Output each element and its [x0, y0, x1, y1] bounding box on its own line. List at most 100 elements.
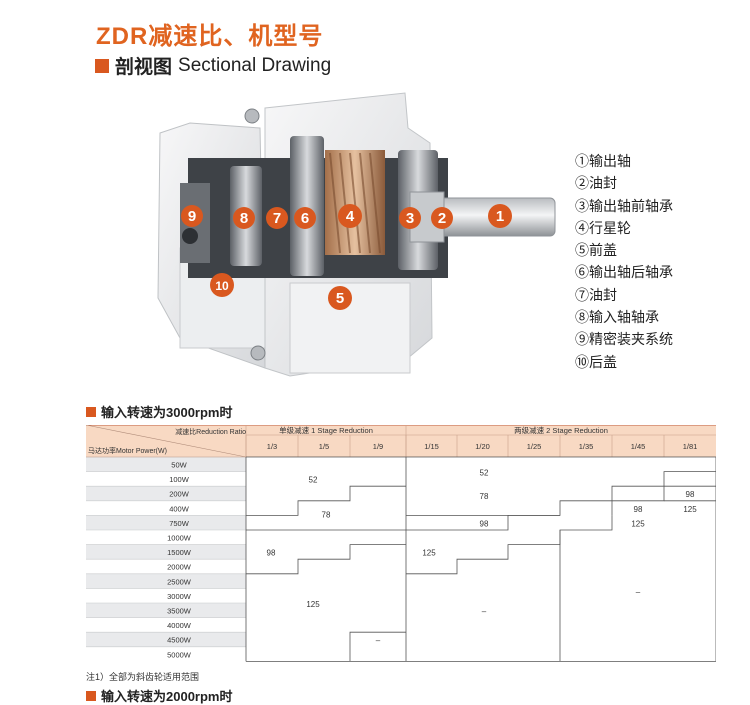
- next-heading-text: 输入转速为2000rpm时: [101, 689, 233, 704]
- legend-label: 行星轮: [589, 219, 631, 236]
- gearbox-sectional-drawing: 1 2 3 4 5 6 7 8 9 10: [157, 92, 556, 377]
- region-boundary: [559, 515, 613, 662]
- power-row-bg: [86, 573, 246, 589]
- legend-label: 输入轴轴承: [589, 309, 659, 326]
- table-heading-2000: 输入转速为2000rpm时: [86, 686, 232, 705]
- legend-number: ⑥: [575, 264, 589, 281]
- power-label: 2000W: [167, 563, 192, 572]
- legend-number: ⑨: [575, 331, 589, 348]
- region-boundary: [349, 631, 406, 662]
- section-square-icon: [95, 58, 109, 73]
- power-label: 100W: [169, 475, 190, 484]
- value-cell: 125: [306, 600, 320, 609]
- legend-label: 精密装夹系统: [589, 331, 673, 348]
- legend-label: 后盖: [589, 353, 617, 370]
- stage2-header: 两级减速 2 Stage Reduction: [514, 425, 608, 435]
- legend-item: ①输出轴: [575, 150, 673, 172]
- power-label: 200W: [169, 490, 190, 499]
- power-label: 1500W: [167, 548, 192, 557]
- value-cell: 98: [480, 519, 489, 528]
- callout-9: [181, 205, 203, 227]
- power-label: 3000W: [167, 592, 192, 601]
- callout-2: [431, 207, 453, 229]
- power-row-bg: [86, 603, 246, 618]
- power-row-bg: [86, 588, 246, 603]
- callout-label: 4: [346, 208, 355, 225]
- callout-label: 5: [336, 290, 344, 307]
- callout-8: [233, 207, 255, 229]
- page-title: ZDR减速比、机型号: [96, 23, 324, 50]
- power-label: 50W: [171, 461, 187, 470]
- legend-label: 前盖: [589, 242, 617, 259]
- corner-top-label: 减速比Reduction Ratio: [175, 427, 246, 436]
- legend-item: ⑨精密装夹系统: [575, 328, 673, 350]
- legend-number: ②: [575, 175, 589, 192]
- legend-number: ①: [575, 153, 589, 169]
- ratio-header: 1/20: [475, 442, 490, 451]
- power-label: 400W: [169, 504, 190, 513]
- legend-number: ⑦: [575, 286, 589, 303]
- sectional-en: Sectional Drawing: [178, 54, 332, 76]
- power-row-bg: [86, 559, 246, 574]
- section-square-icon: [86, 690, 96, 701]
- corner-bottom-label: 马达功率Motor Power(W): [88, 446, 167, 455]
- table-heading-text: 输入转速为3000rpm时: [101, 405, 233, 420]
- sectional-cn: 剖视图: [115, 57, 173, 78]
- legend-item: ②油封: [575, 172, 673, 194]
- callout-label: 7: [273, 210, 281, 227]
- value-cell: 98: [267, 549, 276, 558]
- legend-item: ⑧输入轴轴承: [575, 306, 673, 328]
- legend-number: ⑤: [575, 242, 589, 259]
- value-cell: 78: [480, 492, 489, 501]
- selection-table: 减速比Reduction Ratio 马达功率Motor Power(W) 单级减速…: [86, 425, 716, 662]
- legend-number: ⑩: [575, 353, 589, 370]
- callout-label: 9: [188, 208, 196, 225]
- legend-label: 油封: [589, 286, 617, 303]
- power-row-bg: [86, 530, 246, 545]
- legend-label: 输出轴后轴承: [589, 264, 673, 281]
- power-row-bg: [86, 457, 246, 472]
- table-header: [86, 425, 716, 457]
- ratio-header: 1/45: [631, 442, 646, 451]
- value-cell: 125: [683, 505, 697, 514]
- ratio-header: 1/3: [267, 442, 277, 451]
- legend-label: 输出轴: [589, 153, 631, 169]
- power-label: 3500W: [167, 607, 192, 616]
- sectional-drawing-heading: 剖视图 Sectional Drawing: [95, 52, 331, 79]
- ratio-header: 1/81: [683, 442, 698, 451]
- legend-number: ③: [575, 197, 589, 214]
- stage1-header: 单级减速 1 Stage Reduction: [279, 425, 373, 435]
- power-label: 2500W: [167, 577, 192, 586]
- legend-number: ⑧: [575, 309, 589, 326]
- legend-label: 输出轴前轴承: [589, 197, 673, 214]
- power-label: 4500W: [167, 636, 192, 645]
- legend-item: ③输出轴前轴承: [575, 195, 673, 217]
- region-boundary: [246, 544, 406, 575]
- value-cell: 125: [422, 549, 436, 558]
- callout-5: [328, 286, 352, 310]
- power-row-bg: [86, 500, 246, 516]
- legend-label: 油封: [589, 175, 617, 192]
- region-boundary: [246, 485, 406, 516]
- callout-1: [488, 204, 512, 228]
- callout-label: 3: [406, 210, 414, 227]
- legend-item: ⑩后盖: [575, 351, 673, 373]
- value-cell: –: [376, 636, 381, 645]
- callout-label: 1: [496, 208, 504, 225]
- power-row-bg: [86, 646, 246, 662]
- callout-10: [210, 273, 234, 297]
- legend-item: ④行星轮: [575, 217, 673, 239]
- callout-label: 10: [215, 279, 229, 293]
- value-cell: 98: [634, 505, 643, 514]
- ratio-header: 1/35: [579, 442, 594, 451]
- power-label: 750W: [169, 519, 190, 528]
- power-row-bg: [86, 632, 246, 647]
- legend-item: ⑤前盖: [575, 239, 673, 261]
- region-boundary: [406, 515, 560, 531]
- ratio-header: 1/5: [319, 442, 329, 451]
- power-row-bg: [86, 486, 246, 501]
- callout-3: [399, 207, 421, 229]
- callout-4: [338, 204, 362, 228]
- section-square-icon: [86, 406, 96, 417]
- region-boundary: [406, 471, 716, 516]
